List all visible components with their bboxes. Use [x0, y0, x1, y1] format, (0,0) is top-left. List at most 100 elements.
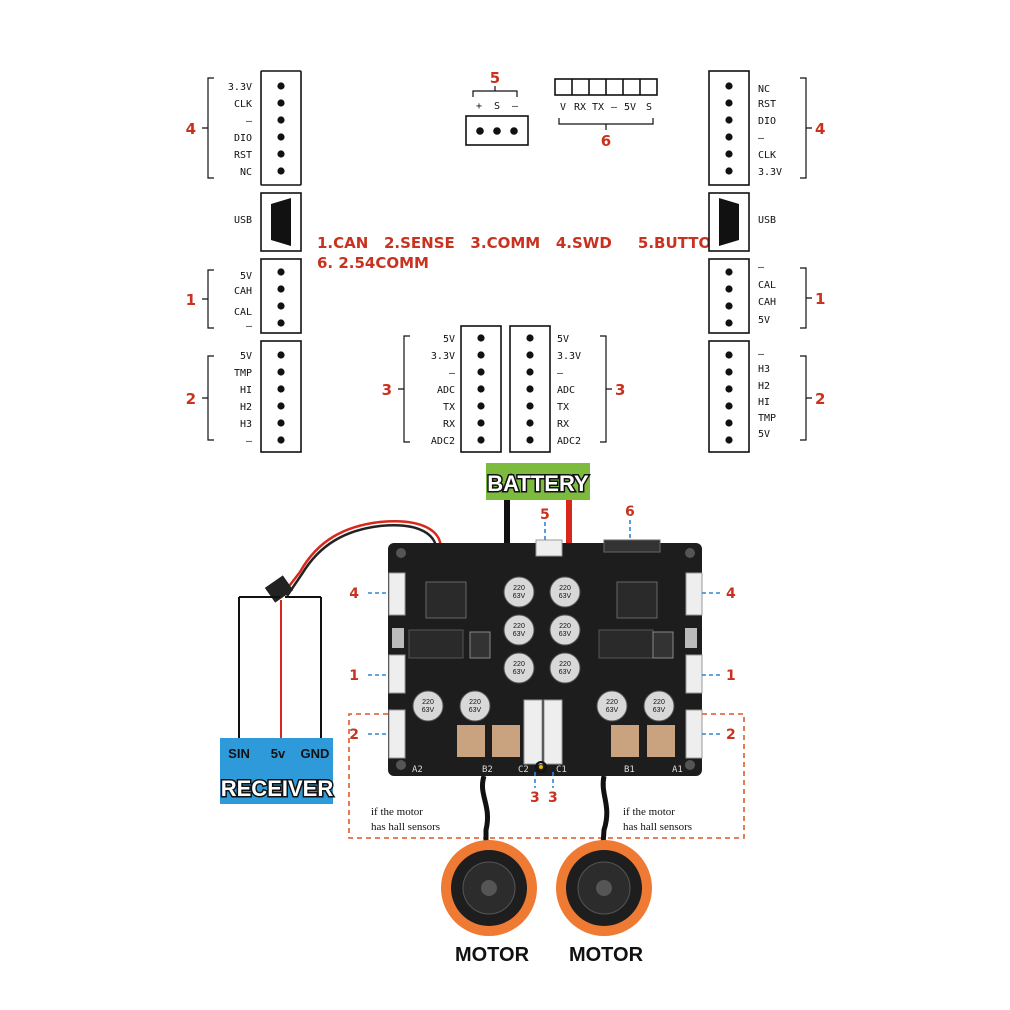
svg-text:–: – — [557, 368, 564, 379]
svg-text:3.3V: 3.3V — [228, 82, 252, 93]
svg-text:BATTERY: BATTERY — [487, 471, 589, 496]
svg-text:5: 5 — [540, 507, 550, 523]
svg-text:NC: NC — [758, 84, 770, 95]
hall-note-right-line2: has hall sensors — [623, 821, 692, 833]
svg-text:2: 2 — [186, 390, 196, 408]
svg-text:CAL: CAL — [758, 280, 776, 291]
battery-label: BATTERY — [486, 463, 591, 500]
svg-text:B2: B2 — [482, 765, 493, 775]
svg-text:C1: C1 — [556, 765, 567, 775]
svg-text:63V: 63V — [513, 669, 526, 676]
svg-text:H2: H2 — [240, 402, 252, 413]
svg-text:H3: H3 — [758, 364, 770, 375]
svg-text:6: 6 — [601, 132, 611, 150]
svg-text:220: 220 — [559, 623, 571, 630]
receiver-signal-cable-red — [282, 520, 442, 595]
left-swd-pins — [277, 82, 285, 175]
svg-text:3.3V: 3.3V — [557, 351, 581, 362]
svg-text:A1: A1 — [672, 765, 683, 775]
svg-text:2: 2 — [726, 727, 736, 743]
svg-text:RST: RST — [758, 99, 776, 110]
receiver-box: SIN 5v GND RECEIVER — [219, 738, 335, 804]
svg-text:5V: 5V — [758, 429, 770, 440]
svg-text:220: 220 — [422, 699, 434, 706]
svg-text:1: 1 — [726, 668, 736, 684]
svg-text:220: 220 — [653, 699, 665, 706]
mid-comm-right-connector: 5V 3.3V – ADC TX RX ADC2 3 — [509, 325, 625, 453]
svg-text:3: 3 — [382, 381, 392, 399]
svg-text:DIO: DIO — [758, 116, 776, 127]
mid-comm-left-connector: 5V 3.3V – ADC TX RX ADC2 3 — [382, 325, 502, 453]
svg-text:–: – — [246, 321, 253, 332]
svg-text:220: 220 — [469, 699, 481, 706]
svg-text:4: 4 — [349, 586, 359, 602]
svg-text:RECEIVER: RECEIVER — [221, 776, 334, 801]
svg-text:5V: 5V — [240, 351, 252, 362]
svg-text:RX: RX — [557, 419, 569, 430]
svg-text:–: – — [246, 436, 253, 447]
svg-text:220: 220 — [513, 585, 525, 592]
right-sense-connector: – H3 H2 HI TMP 5V 2 — [708, 340, 825, 453]
hall-note-left-line2: has hall sensors — [371, 821, 440, 833]
motor-right — [556, 840, 652, 936]
comm-254-header: V RX TX – 5V S 6 — [554, 78, 658, 150]
svg-text:63V: 63V — [653, 707, 666, 714]
left-swd-connector: 3.3V CLK – DIO RST NC 4 — [186, 70, 302, 186]
svg-text:5V: 5V — [624, 102, 636, 113]
motor-right-label: MOTOR — [569, 944, 644, 966]
svg-text:–: – — [758, 349, 765, 360]
svg-text:2: 2 — [815, 390, 825, 408]
servo-plug — [264, 575, 294, 603]
right-can-connector: – CAL CAH 5V 1 — [708, 258, 825, 334]
svg-text:63V: 63V — [559, 631, 572, 638]
svg-text:220: 220 — [559, 661, 571, 668]
svg-text:3.3V: 3.3V — [431, 351, 455, 362]
svg-text:–: – — [611, 102, 618, 113]
svg-text:3.3V: 3.3V — [758, 167, 782, 178]
svg-text:5V: 5V — [240, 271, 252, 282]
legend-line-1: 1.CAN 2.SENSE 3.COMM 4.SWD 5.BUTTON — [317, 234, 724, 252]
motor-cable-right — [599, 775, 610, 861]
svg-text:H2: H2 — [758, 381, 770, 392]
svg-text:6: 6 — [625, 504, 635, 520]
svg-text:TX: TX — [557, 402, 569, 413]
right-usb-port: USB — [708, 192, 776, 252]
svg-text:–: – — [512, 101, 519, 112]
svg-text:CLK: CLK — [758, 150, 776, 161]
svg-text:TX: TX — [443, 402, 455, 413]
svg-text:63V: 63V — [513, 593, 526, 600]
hall-sensor-region-left — [348, 713, 490, 839]
svg-text:A2: A2 — [412, 765, 423, 775]
svg-text:CAH: CAH — [758, 297, 776, 308]
svg-text:ADC: ADC — [557, 385, 575, 396]
svg-text:H3: H3 — [240, 419, 252, 430]
svg-text:1: 1 — [186, 291, 196, 309]
motor-left — [441, 840, 537, 936]
svg-text:TMP: TMP — [758, 413, 776, 424]
svg-text:GND: GND — [301, 746, 330, 761]
svg-text:1: 1 — [349, 668, 359, 684]
svg-text:ADC2: ADC2 — [557, 436, 581, 447]
svg-text:USB: USB — [234, 215, 252, 226]
svg-text:DIO: DIO — [234, 133, 252, 144]
svg-text:V: V — [560, 102, 566, 113]
svg-text:63V: 63V — [559, 593, 572, 600]
svg-text:S: S — [646, 102, 652, 113]
svg-text:RX: RX — [574, 102, 586, 113]
svg-text:CLK: CLK — [234, 99, 252, 110]
svg-text:–: – — [758, 133, 765, 144]
svg-text:220: 220 — [606, 699, 618, 706]
motor-left-label: MOTOR — [455, 944, 530, 966]
svg-text:63V: 63V — [469, 707, 482, 714]
hall-sensor-region-right — [600, 713, 745, 839]
svg-text:RST: RST — [234, 150, 252, 161]
svg-text:USB: USB — [758, 215, 776, 226]
svg-text:4: 4 — [815, 120, 825, 138]
hall-note-left-line1: if the motor — [371, 806, 423, 818]
svg-text:5V: 5V — [557, 334, 569, 345]
svg-text:TX: TX — [592, 102, 604, 113]
svg-text:SIN: SIN — [228, 746, 250, 761]
svg-text:–: – — [246, 116, 253, 127]
svg-text:C2: C2 — [518, 765, 529, 775]
